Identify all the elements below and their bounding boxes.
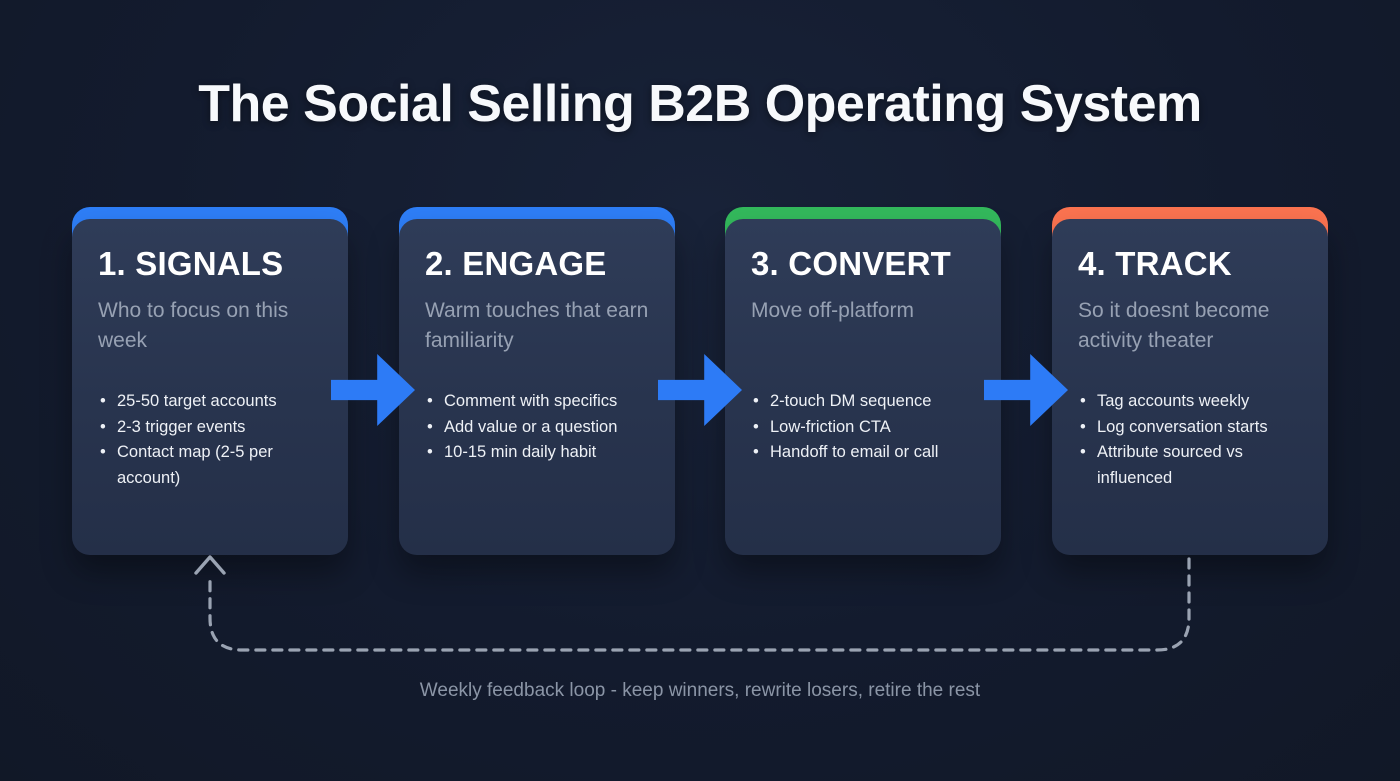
card-heading: 1. SIGNALS	[98, 245, 284, 282]
card-track: 4. TRACK So it doesnt become activity th…	[1052, 207, 1328, 555]
card-body: 1. SIGNALS Who to focus on this week 25-…	[72, 219, 348, 555]
card-body: 2. ENGAGE Warm touches that earn familia…	[399, 219, 675, 555]
bullet-item: Log conversation starts	[1078, 415, 1302, 441]
card-subtitle: So it doesnt become activity theater	[1078, 299, 1270, 353]
feedback-loop-path	[208, 557, 1191, 652]
card-body: 3. CONVERT Move off-platform 2-touch DM …	[725, 219, 1001, 555]
card-subtitle: Who to focus on this week	[98, 299, 289, 353]
card-body: 4. TRACK So it doesnt become activity th…	[1052, 219, 1328, 555]
bullet-list: Comment with specifics Add value or a qu…	[425, 389, 649, 466]
card-heading: 3. CONVERT	[751, 245, 952, 282]
card-signals: 1. SIGNALS Who to focus on this week 25-…	[72, 207, 348, 555]
bullet-item: 2-3 trigger events	[98, 415, 322, 441]
bullet-list: 2-touch DM sequence Low-friction CTA Han…	[751, 389, 975, 466]
card-heading: 2. ENGAGE	[425, 245, 607, 282]
bullet-list: Tag accounts weekly Log conversation sta…	[1078, 389, 1302, 491]
page-title: The Social Selling B2B Operating System	[198, 75, 1202, 133]
bullet-item: 2-touch DM sequence	[751, 389, 975, 415]
card-heading: 4. TRACK	[1078, 245, 1232, 282]
bullet-item: 25-50 target accounts	[98, 389, 322, 415]
bullet-item: Attribute sourced vs influenced	[1078, 440, 1302, 491]
card-convert: 3. CONVERT Move off-platform 2-touch DM …	[725, 207, 1001, 555]
bullet-item: Contact map (2-5 per account)	[98, 440, 322, 491]
bullet-item: Low-friction CTA	[751, 415, 975, 441]
feedback-loop-caption: Weekly feedback loop - keep winners, rew…	[419, 680, 981, 701]
card-subtitle: Warm touches that earn familiarity	[425, 299, 649, 353]
bullet-item: Comment with specifics	[425, 389, 649, 415]
card-engage: 2. ENGAGE Warm touches that earn familia…	[399, 207, 675, 555]
bullet-item: Handoff to email or call	[751, 440, 975, 466]
bullet-item: Tag accounts weekly	[1078, 389, 1302, 415]
bullet-item: Add value or a question	[425, 415, 649, 441]
bullet-item: 10-15 min daily habit	[425, 440, 649, 466]
bullet-list: 25-50 target accounts 2-3 trigger events…	[98, 389, 322, 491]
arrowhead-up-icon	[194, 555, 226, 575]
card-subtitle: Move off-platform	[751, 299, 915, 322]
